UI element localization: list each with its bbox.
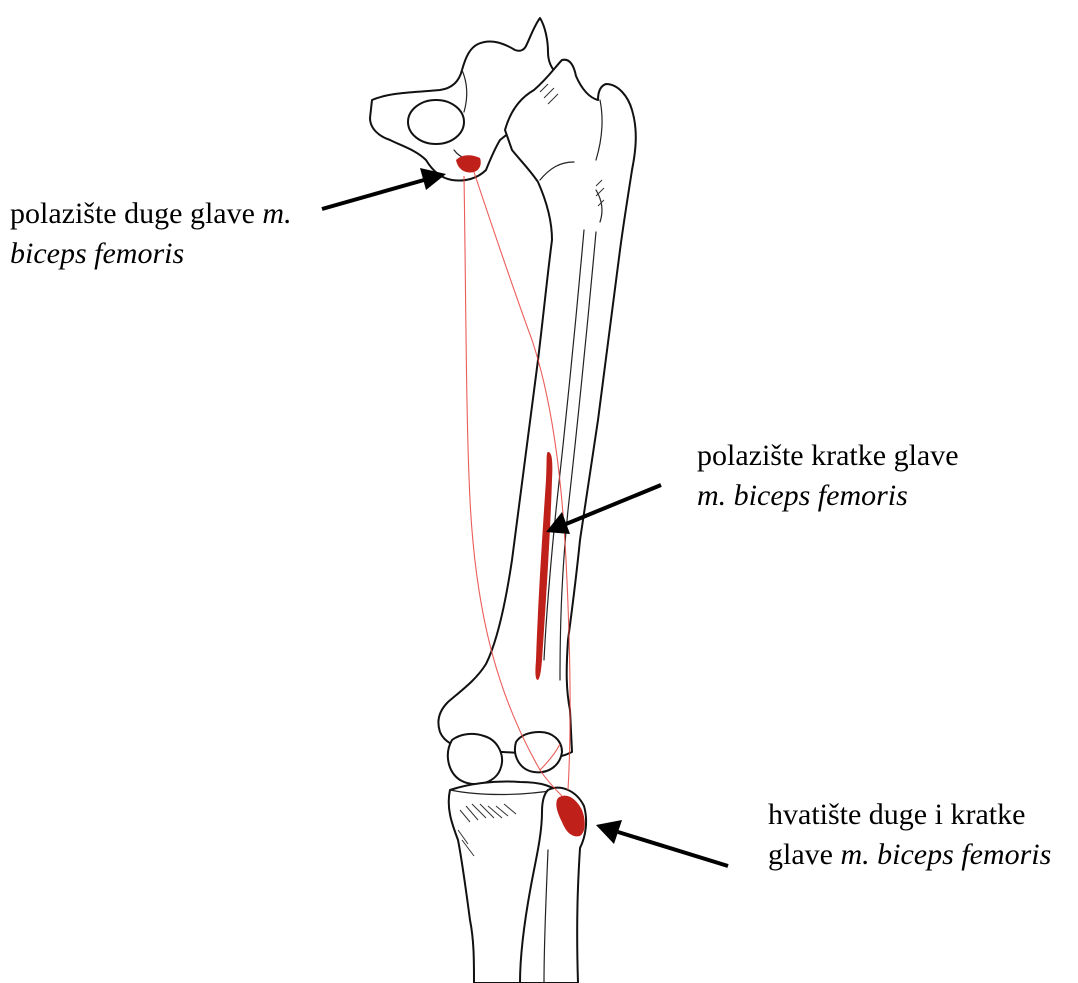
insertion-line2-italic: m. biceps femoris xyxy=(840,838,1051,871)
obturator-foramen xyxy=(408,100,464,144)
long-head-origin-label: polazište duge glave m. biceps femoris xyxy=(10,194,292,274)
long-head-line1: polazište duge glave xyxy=(10,197,262,230)
insertion-line1: hvatište duge i kratke xyxy=(768,798,1025,831)
short-head-line1: polazište kratke glave xyxy=(697,439,959,472)
arrow-long-head xyxy=(322,168,446,209)
arrow-insertion xyxy=(596,820,728,866)
insertion-line2: glave xyxy=(768,838,840,871)
short-head-line2-italic: m. biceps femoris xyxy=(697,479,908,512)
long-head-line2-italic: biceps femoris xyxy=(10,237,184,270)
long-head-line1-italic: m. xyxy=(262,197,291,230)
short-head-origin-label: polazište kratke glave m. biceps femoris xyxy=(697,436,959,516)
insertion-label: hvatište duge i kratke glave m. biceps f… xyxy=(768,795,1051,875)
